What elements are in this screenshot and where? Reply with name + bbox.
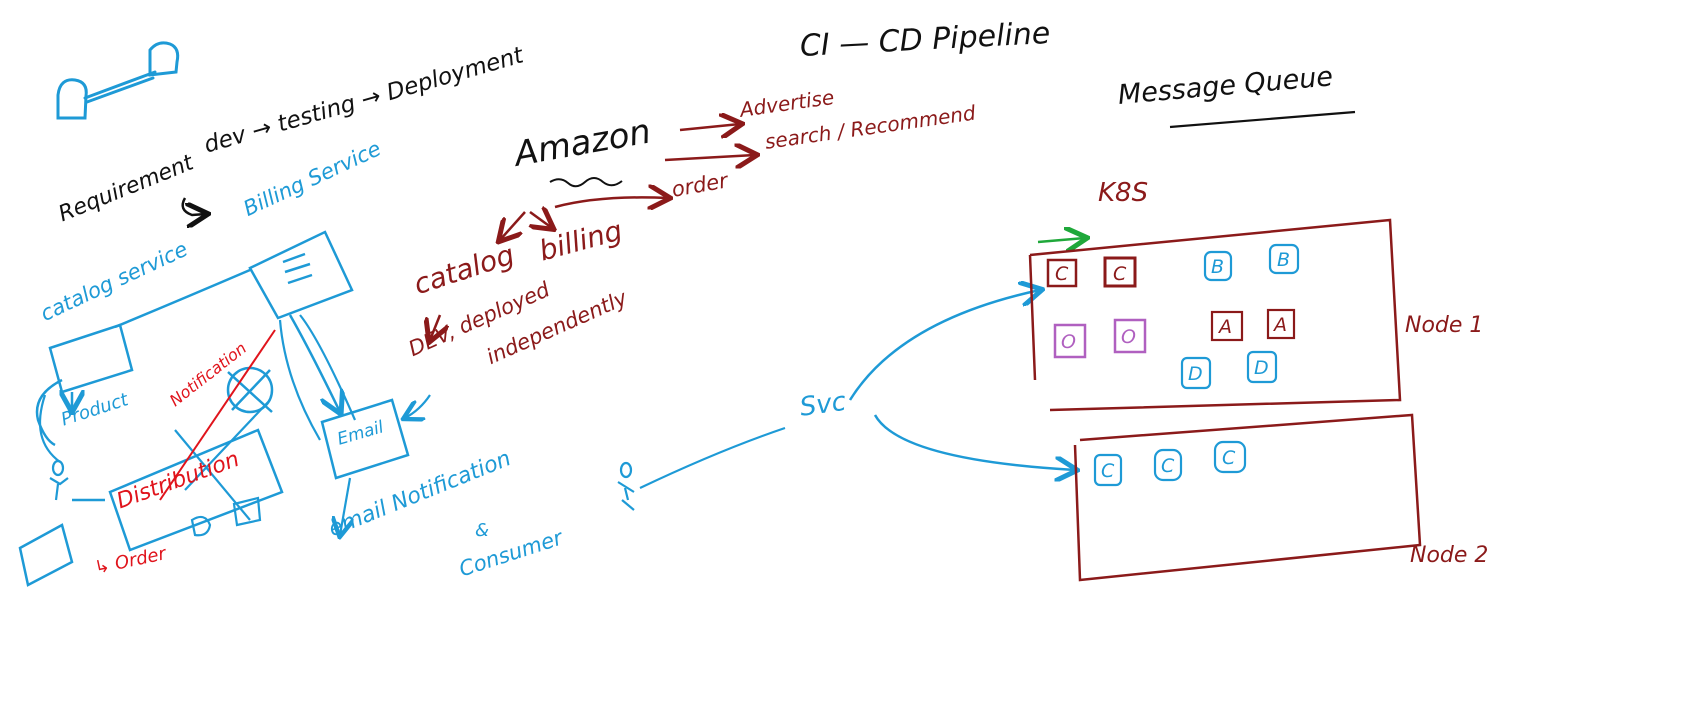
amazon-to-billing-arrow <box>530 212 552 228</box>
billing-to-email-arrow-3 <box>299 314 357 421</box>
billing-to-email-arrow-2 <box>278 319 321 441</box>
amazon-to-search-arrow <box>664 155 755 160</box>
pod-a-2: A <box>1266 308 1296 340</box>
node2-box <box>1073 413 1422 582</box>
message-queue-underline <box>1169 110 1356 129</box>
pod-label: C <box>1101 460 1115 482</box>
pod-label: C <box>1161 455 1175 477</box>
pod-b-1: B <box>1203 250 1233 282</box>
email-box <box>320 398 410 480</box>
billing-to-email-arrow-1 <box>288 314 340 412</box>
amazon-underline-squiggle <box>549 177 623 188</box>
dumbbell-doodle-icon <box>56 41 180 120</box>
catalog-service-box <box>48 323 134 394</box>
distribution-box <box>108 428 284 552</box>
pod-o-2: O <box>1113 318 1147 354</box>
consumer-to-svc-line <box>639 426 786 489</box>
pod-label: O <box>1061 331 1076 353</box>
bottom-left-box <box>18 523 74 587</box>
node2-label: Node 2 <box>1410 543 1489 568</box>
green-arrow <box>1037 238 1085 242</box>
amazon-to-order-arrow <box>554 197 668 207</box>
consumer-figure-icon <box>617 461 635 511</box>
node1-label: Node 1 <box>1405 313 1484 338</box>
pod-label: D <box>1188 363 1203 385</box>
pod-c-2: C <box>1103 256 1137 288</box>
pod-label: O <box>1121 326 1136 348</box>
node1-pods: C C B B O O A A <box>1046 243 1300 390</box>
pod-c-4: C <box>1153 448 1183 482</box>
pod-label: B <box>1277 249 1290 271</box>
pod-o-1: O <box>1053 323 1087 359</box>
node1-box <box>1028 218 1402 412</box>
svc-label: Svc <box>797 386 848 423</box>
catalog-product-arrow <box>35 378 63 447</box>
pod-label: A <box>1217 316 1232 338</box>
dev-to-email-arrow <box>405 394 431 418</box>
amazon-to-advertise-arrow <box>679 124 740 130</box>
pod-a-1: A <box>1210 310 1244 342</box>
pod-label: C <box>1055 263 1069 285</box>
distribution-small-box-2 <box>232 496 262 527</box>
pod-label: A <box>1272 314 1287 336</box>
billing-service-box <box>248 230 354 320</box>
pod-b-2: B <box>1268 243 1300 275</box>
pod-label: D <box>1254 357 1269 379</box>
notification-red-line <box>159 329 276 501</box>
svc-to-node2-arrow <box>873 414 1075 470</box>
k8s-label: K8S <box>1098 178 1149 208</box>
pod-label: B <box>1211 256 1224 278</box>
email-to-notification-arrow <box>340 477 350 535</box>
pod-label: C <box>1222 447 1236 469</box>
user-figure-icon <box>49 459 69 501</box>
consumer-ampersand-label: & <box>475 520 490 541</box>
user-to-catalog-arrow <box>38 394 61 463</box>
pod-c-3: C <box>1093 453 1123 487</box>
catalog-to-dev-arrow <box>430 314 440 340</box>
pod-label: C <box>1113 263 1127 285</box>
pod-c-5: C <box>1213 440 1247 474</box>
pod-d-1: D <box>1180 356 1212 390</box>
svc-to-node1-arrow <box>848 290 1040 401</box>
node2-pods: C C C <box>1093 440 1247 487</box>
pod-c-1: C <box>1046 258 1078 288</box>
cross-out-lines <box>174 399 271 521</box>
catalog-billing-link <box>114 268 251 329</box>
amazon-to-catalog-arrow <box>500 211 526 240</box>
requirement-to-dev-arrow <box>181 197 206 215</box>
distribution-small-box-1 <box>190 515 212 537</box>
pod-d-2: D <box>1246 350 1278 384</box>
